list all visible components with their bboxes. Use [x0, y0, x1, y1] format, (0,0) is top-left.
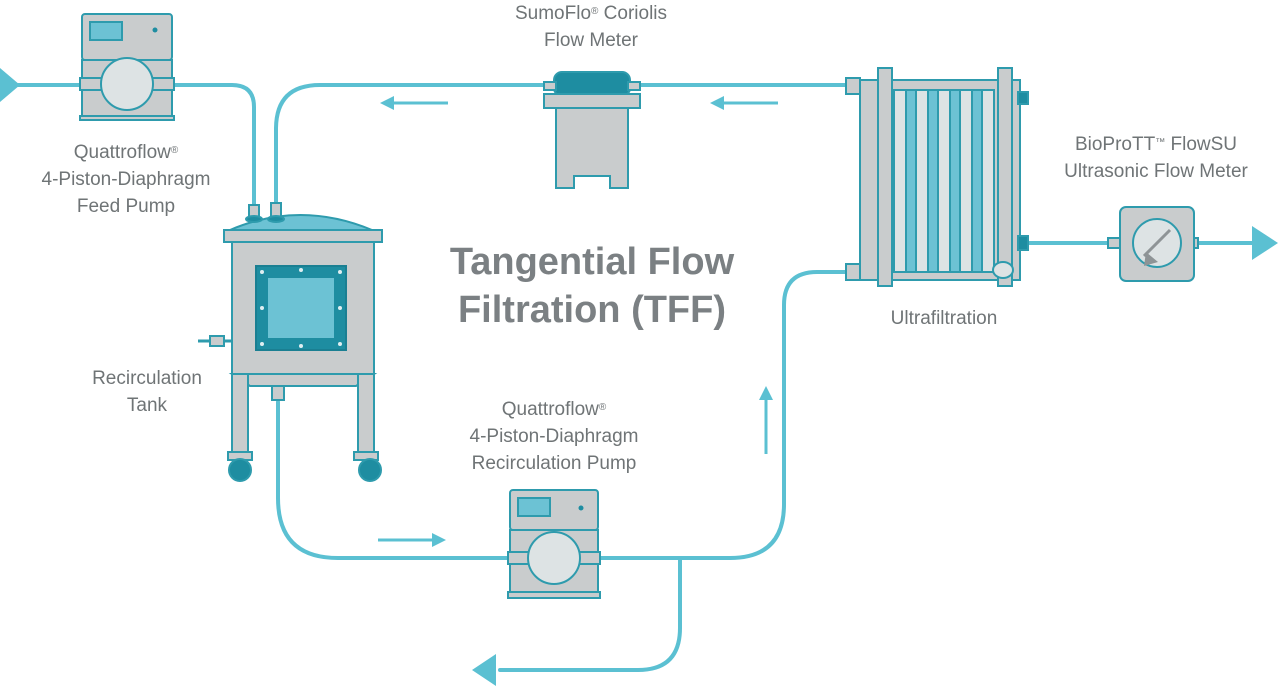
flow-arrow-up [759, 386, 773, 454]
diagram-title-line1: Tangential Flow [449, 241, 735, 283]
ultrasonic-label: BioProTT™ FlowSU Ultrasonic Flow Meter [1036, 131, 1276, 185]
feed-pump [79, 13, 175, 121]
tank-lid [229, 214, 373, 231]
coriolis-flow-meter [543, 71, 641, 189]
recirc-pump-indicator-icon [578, 505, 584, 511]
recirc-pump-label-line3: Recirculation Pump [471, 453, 637, 474]
ultrasonic-label-line2: Ultrasonic Flow Meter [1064, 161, 1248, 182]
feed-pipe [168, 83, 256, 207]
ultrasonic-label-line1: BioProTT™ FlowSU [1074, 134, 1238, 155]
pipe-network [8, 83, 1256, 672]
tank-outlet-pipe [276, 400, 514, 560]
drain-pipe [498, 558, 682, 672]
recirculation-tank [198, 202, 383, 482]
recirc-pump-label-line1: Quattroflow® [501, 399, 607, 420]
ultrafiltration-label: Ultrafiltration [864, 305, 1024, 332]
feed-pump-head [100, 57, 154, 111]
recirculation-pump [507, 489, 601, 599]
tank-label-line1: Recirculation [92, 368, 202, 389]
diagram-title: Tangential Flow Filtration (TFF) [412, 238, 772, 334]
coriolis-label-line1: SumoFlo® Coriolis [514, 3, 668, 24]
recirc-feed-pipe [598, 270, 848, 560]
ultrasonic-flow-meter [1107, 206, 1199, 282]
tank-wheel-left-icon [228, 458, 252, 482]
feed-pump-label-line3: Feed Pump [76, 196, 176, 217]
retentate-return-pipe [274, 83, 550, 207]
tank-label-line2: Tank [126, 395, 168, 416]
flow-arrow-left-1 [380, 96, 448, 110]
permeate-arrowhead [1252, 226, 1278, 260]
feed-pump-screen [89, 21, 123, 41]
flow-arrow-left-2 [710, 96, 778, 110]
feed-pump-label-line1: Quattroflow® [73, 142, 179, 163]
inlet-arrowhead [0, 68, 20, 102]
flow-arrows [378, 96, 778, 547]
recirc-pump-head [527, 531, 581, 585]
flow-arrow-right [378, 533, 446, 547]
recirc-pump-label-line2: 4-Piston-Diaphragm [469, 426, 639, 447]
feed-pump-label: Quattroflow® 4-Piston-Diaphragm Feed Pum… [26, 139, 226, 220]
coriolis-label: SumoFlo® Coriolis Flow Meter [476, 0, 706, 54]
feed-pump-label-line2: 4-Piston-Diaphragm [41, 169, 211, 190]
pipe-arrowheads [0, 68, 1278, 686]
recirc-pump-screen [517, 497, 551, 517]
feed-pump-indicator-icon [152, 27, 158, 33]
diagram-title-line2: Filtration (TFF) [457, 289, 727, 331]
ultrafiltration-label-text: Ultrafiltration [890, 308, 998, 329]
tank-label: Recirculation Tank [62, 365, 232, 419]
drain-arrowhead [472, 654, 496, 686]
ultrafiltration-unit [845, 67, 1029, 287]
tank-wheel-right-icon [358, 458, 382, 482]
coriolis-label-line2: Flow Meter [544, 30, 638, 51]
recirc-pump-label: Quattroflow® 4-Piston-Diaphragm Recircul… [434, 396, 674, 477]
